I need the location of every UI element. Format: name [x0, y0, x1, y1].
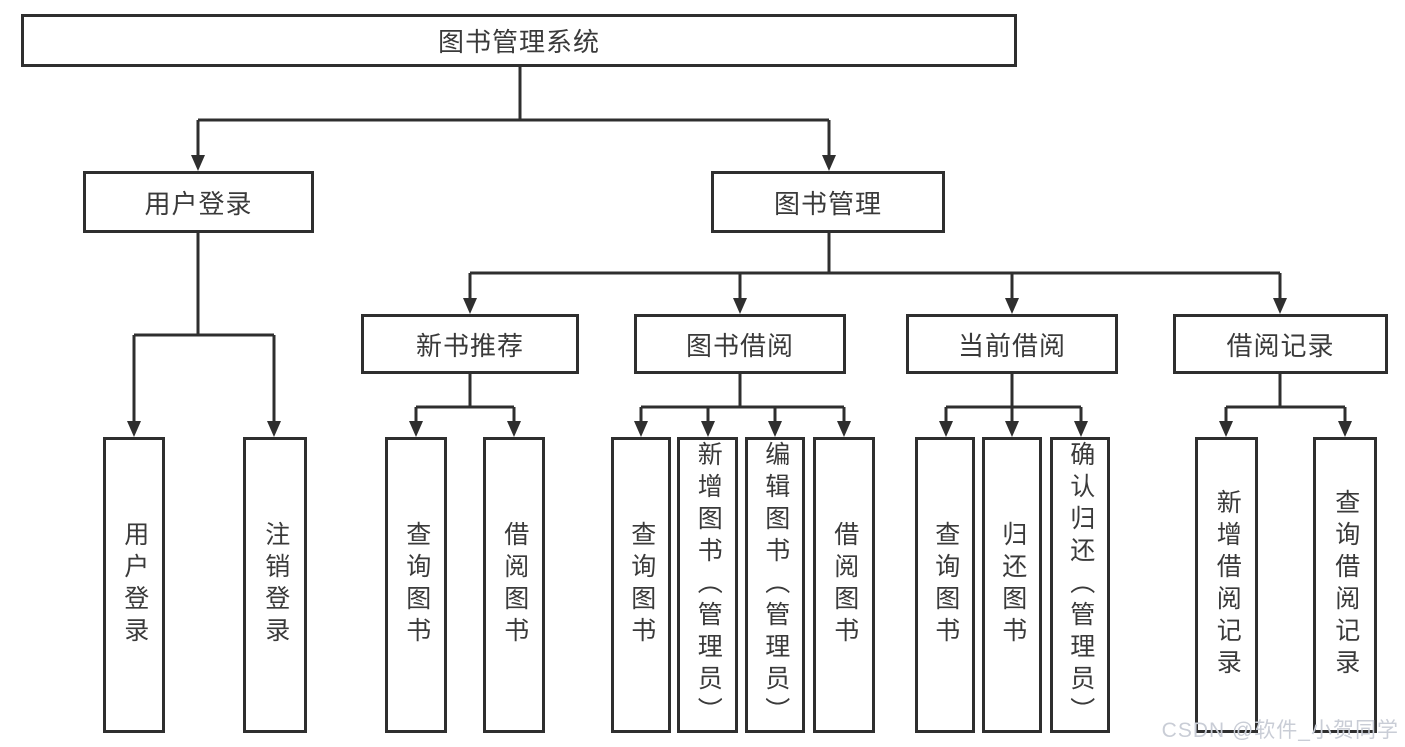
leaf-logout-label: 注销登录 — [261, 521, 290, 649]
leaf-confirm-return-admin: 确认归还（管理员） — [1050, 437, 1110, 733]
leaf-edit-book-admin-label: 编辑图书（管理员） — [761, 441, 790, 729]
leaf-add-borrow-record-label: 新增借阅记录 — [1213, 489, 1242, 681]
node-current-borrowing: 当前借阅 — [906, 314, 1118, 374]
leaf-logout: 注销登录 — [243, 437, 307, 733]
node-library-system: 图书管理系统 — [21, 14, 1017, 67]
node-user-login: 用户登录 — [83, 171, 314, 233]
leaf-query-borrow-record-label: 查询借阅记录 — [1331, 489, 1360, 681]
leaf-query-books-borrowing-label: 查询图书 — [627, 521, 656, 649]
leaf-add-book-admin-label: 新增图书（管理员） — [694, 441, 723, 729]
node-book-management: 图书管理 — [711, 171, 945, 233]
leaf-return-books: 归还图书 — [982, 437, 1042, 733]
leaf-query-books-recommend-label: 查询图书 — [402, 521, 431, 649]
leaf-query-books-current: 查询图书 — [915, 437, 975, 733]
leaf-query-borrow-record: 查询借阅记录 — [1313, 437, 1377, 733]
csdn-watermark: CSDN @软件_小贺同学 — [1161, 719, 1399, 742]
leaf-add-book-admin: 新增图书（管理员） — [677, 437, 738, 733]
leaf-borrow-books-borrowing: 借阅图书 — [813, 437, 875, 733]
leaf-edit-book-admin: 编辑图书（管理员） — [745, 437, 805, 733]
node-borrowing-records: 借阅记录 — [1173, 314, 1388, 374]
arrowheads — [127, 155, 1352, 437]
leaf-borrow-books-recommend-label: 借阅图书 — [500, 521, 529, 649]
leaf-borrow-books-borrowing-label: 借阅图书 — [830, 521, 859, 649]
leaf-user-login: 用户登录 — [103, 437, 165, 733]
leaf-user-login-label: 用户登录 — [120, 521, 149, 649]
leaf-add-borrow-record: 新增借阅记录 — [1195, 437, 1258, 733]
leaf-return-books-label: 归还图书 — [998, 521, 1027, 649]
leaf-borrow-books-recommend: 借阅图书 — [483, 437, 545, 733]
node-book-borrowing: 图书借阅 — [634, 314, 846, 374]
leaf-query-books-borrowing: 查询图书 — [611, 437, 671, 733]
leaf-query-books-current-label: 查询图书 — [931, 521, 960, 649]
node-new-book-recommend: 新书推荐 — [361, 314, 579, 374]
leaf-confirm-return-admin-label: 确认归还（管理员） — [1066, 441, 1095, 729]
leaf-query-books-recommend: 查询图书 — [385, 437, 447, 733]
